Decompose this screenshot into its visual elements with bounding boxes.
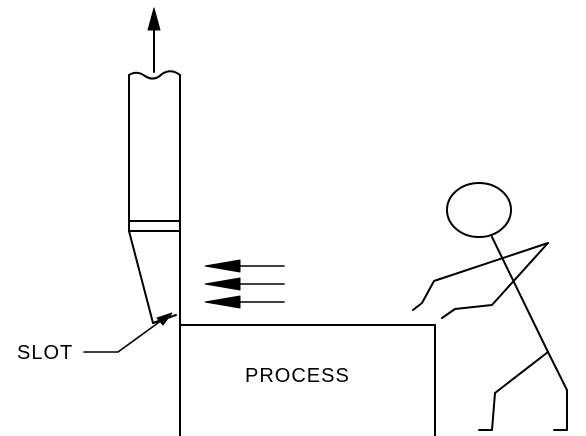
slot-callout: SLOT [17, 312, 173, 364]
process-label: PROCESS [245, 365, 350, 387]
slot-label: SLOT [17, 342, 73, 364]
slot-leader-line [83, 319, 163, 353]
airflow-arrow [204, 295, 285, 309]
slot-hood [128, 230, 181, 436]
airflow-arrow [204, 259, 285, 273]
airflow-arrows [204, 259, 285, 309]
worker-head [446, 182, 512, 238]
worker-body [491, 236, 549, 353]
airflow-arrow [204, 277, 285, 291]
exhaust-duct [128, 70, 181, 232]
worker-lower-arm [441, 242, 549, 319]
slot-leader-arrowhead [156, 312, 173, 326]
worker-upper-arm [412, 242, 549, 311]
upward-airflow-arrow [147, 7, 161, 73]
duct-break-line [128, 70, 181, 80]
process-tank: PROCESS [179, 324, 436, 436]
worker-figure [412, 182, 568, 431]
worker-front-leg [547, 351, 568, 431]
worker-back-leg [478, 351, 549, 431]
